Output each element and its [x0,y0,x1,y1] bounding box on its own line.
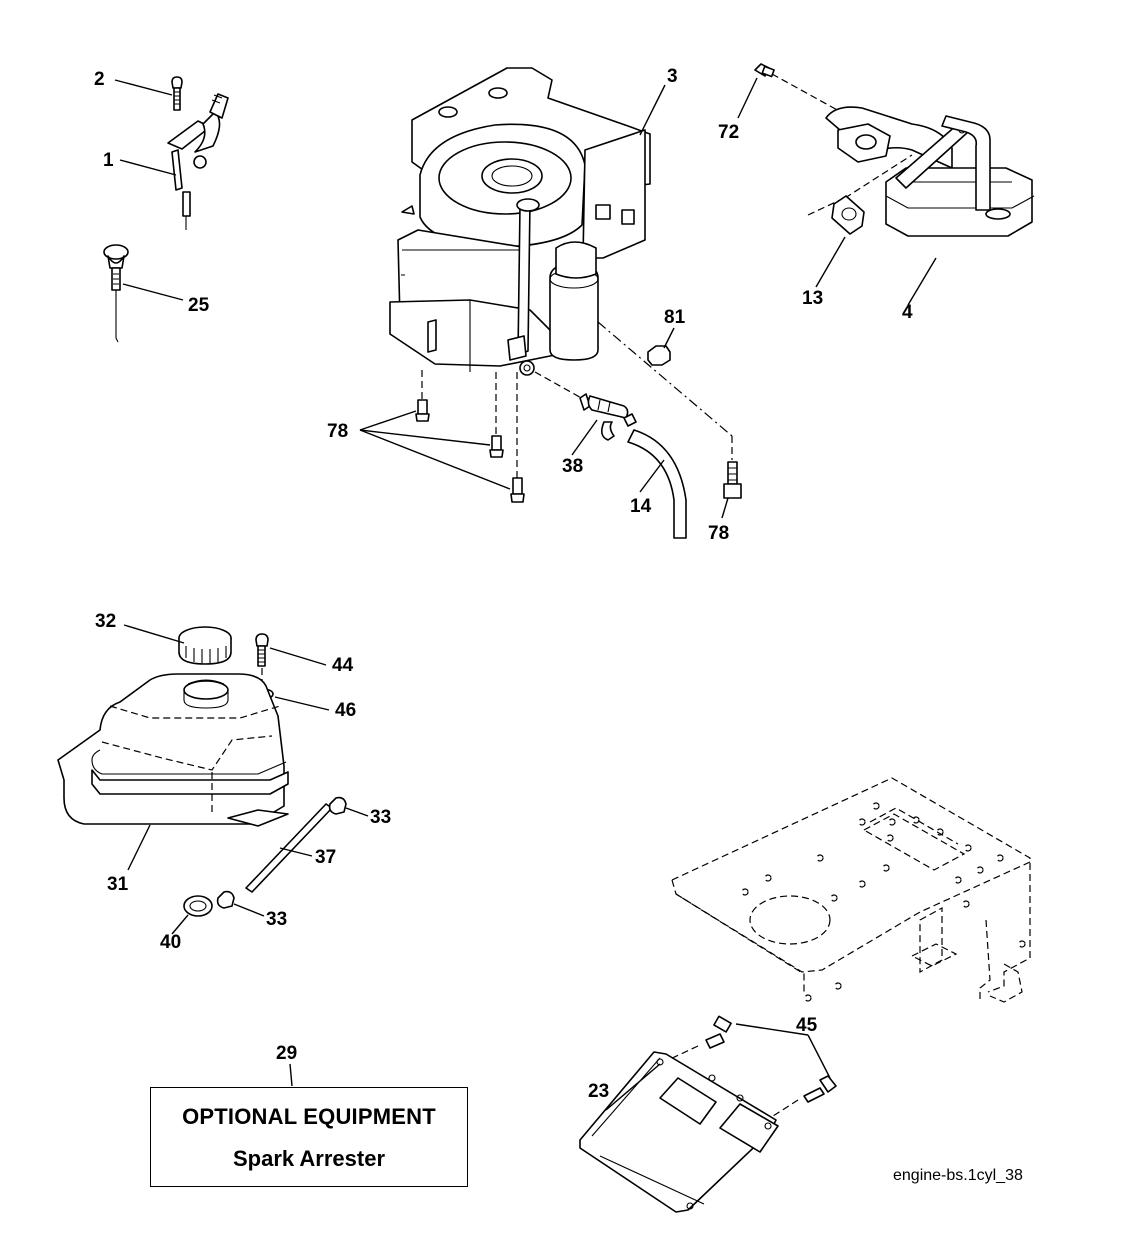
fuel-cap-part-32 [178,626,232,665]
bushing-part-40 [183,895,213,917]
callout-72: 72 [718,122,739,143]
clamp-part-33-lower [216,890,235,909]
callout-32: 32 [95,611,116,632]
dipstick-part-25 [103,244,129,343]
optional-equipment-item: Spark Arrester [232,1146,386,1171]
shield-part-23 [579,1051,779,1213]
chassis-frame [671,777,1031,1003]
callout-25: 25 [188,295,210,316]
callout-23: 23 [588,1081,609,1102]
callout-38: 38 [562,456,583,477]
callout-4: 4 [902,302,913,323]
optional-equipment-heading: OPTIONAL EQUIPMENT [182,1104,436,1129]
nut-part-81 [647,345,671,366]
bolt-part-78-set [415,370,525,503]
callout-2: 2 [94,69,105,90]
throttle-control-part-1 [167,76,229,230]
callout-14: 14 [630,496,652,517]
callout-31: 31 [107,874,129,895]
bolt-part-72 [754,63,775,78]
callout-33-upper: 33 [370,807,391,828]
gasket-part-13 [807,154,913,235]
file-reference: engine-bs.1cyl_38 [893,1167,1023,1184]
callout-46: 46 [335,700,356,721]
fuel-filter-part-38 [534,371,637,441]
bolt-part-78-right [723,461,742,499]
callout-1: 1 [103,150,114,171]
callout-44: 44 [332,655,354,676]
callout-45: 45 [796,1015,818,1036]
muffler-part-4 [825,106,1035,237]
fuel-hose-part-14 [627,429,687,539]
fuel-tank-part-31 [57,673,289,827]
callout-13: 13 [802,288,823,309]
callout-78-right: 78 [708,523,729,544]
callout-3: 3 [667,66,678,87]
screw-part-44 [255,633,269,667]
callout-81: 81 [664,307,686,328]
clamp-part-33-upper [328,796,347,815]
callout-33-lower: 33 [266,909,287,930]
callout-29: 29 [276,1043,297,1064]
optional-equipment-box: OPTIONAL EQUIPMENT Spark Arrester [150,1087,468,1187]
engine-part-3 [389,67,651,376]
callout-37: 37 [315,847,336,868]
callout-40: 40 [160,932,181,953]
callout-78-left: 78 [327,421,348,442]
